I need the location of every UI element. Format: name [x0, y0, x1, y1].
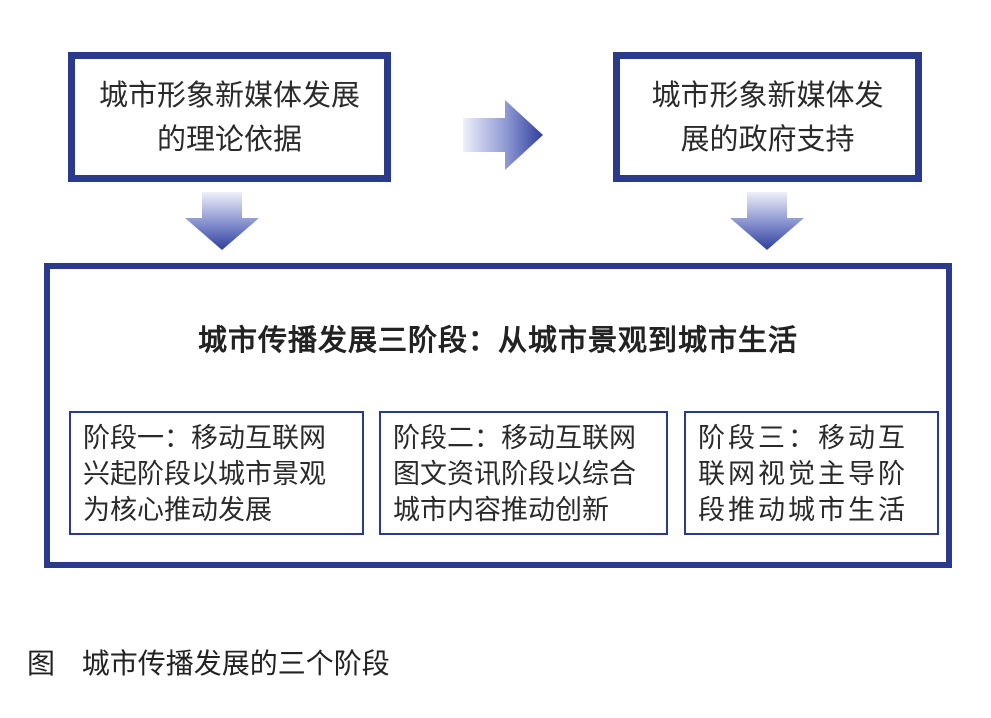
figure-title: 城市传播发展的三个阶段	[81, 647, 390, 680]
theory-basis-line1: 城市形象新媒体发展	[98, 78, 360, 112]
figure-caption: 图 城市传播发展的三个阶段	[27, 642, 390, 682]
stage-one-line2: 兴起阶段以城市景观	[83, 459, 326, 490]
stage-two-line2: 图文资讯阶段以综合	[393, 459, 636, 490]
theory-basis-line2: 的理论依据	[156, 122, 302, 156]
three-stages-box: 城市传播发展三阶段：从城市景观到城市生活 阶段一：移动互联网 兴起阶段以城市景观…	[44, 263, 952, 568]
stage-two-line1: 阶段二：移动互联网	[393, 423, 636, 454]
stage-three-box: 阶段三：移动互 联网视觉主导阶 段推动城市生活	[684, 411, 939, 535]
stage-two-line3: 城市内容推动创新	[393, 495, 609, 526]
government-support-line2: 展的政府支持	[680, 122, 855, 156]
theory-basis-box: 城市形象新媒体发展 的理论依据	[68, 52, 391, 182]
stage-one-box: 阶段一：移动互联网 兴起阶段以城市景观 为核心推动发展	[69, 411, 364, 535]
stage-three-line3: 段推动城市生活	[698, 495, 908, 526]
stage-three-line1: 阶段三：移动互	[698, 423, 908, 454]
arrow-down-icon	[730, 192, 804, 250]
three-stages-title: 城市传播发展三阶段：从城市景观到城市生活	[197, 323, 798, 357]
stage-three-line2: 联网视觉主导阶	[698, 459, 908, 490]
stage-two-box: 阶段二：移动互联网 图文资讯阶段以综合 城市内容推动创新	[379, 411, 668, 535]
arrow-right-icon	[463, 100, 543, 170]
government-support-line1: 城市形象新媒体发	[651, 78, 884, 112]
government-support-box: 城市形象新媒体发 展的政府支持	[613, 52, 922, 182]
stage-one-line1: 阶段一：移动互联网	[83, 423, 326, 454]
figure-label: 图	[27, 647, 56, 680]
stage-one-line3: 为核心推动发展	[83, 495, 272, 526]
arrow-down-icon	[185, 192, 259, 250]
